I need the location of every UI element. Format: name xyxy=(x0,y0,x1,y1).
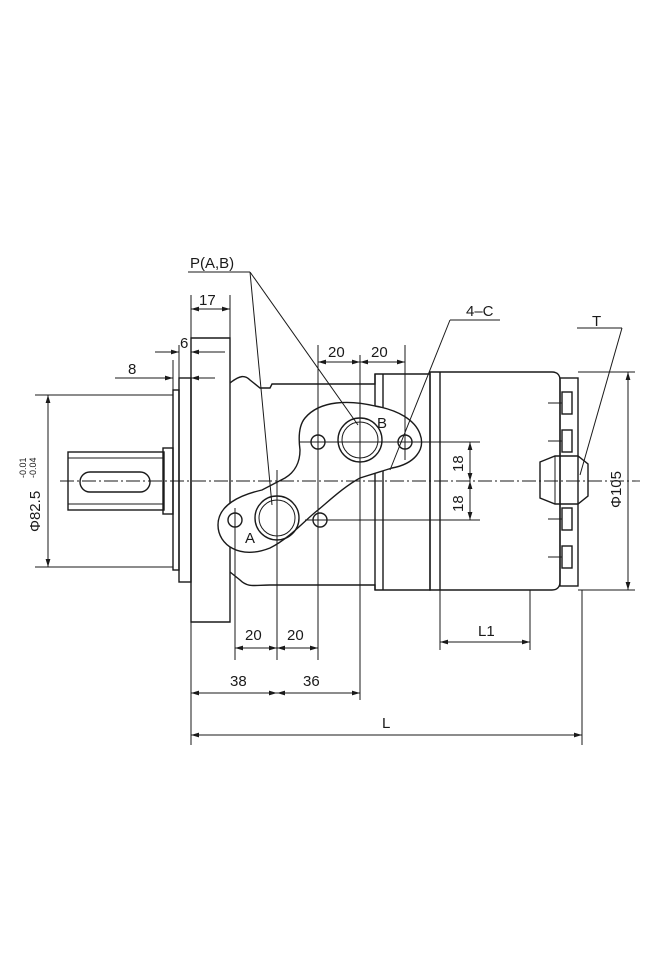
motor-housing xyxy=(229,371,589,591)
mounting-flange xyxy=(172,337,231,623)
port-b-label: B xyxy=(377,415,387,432)
bolt-head-4 xyxy=(561,545,573,569)
holes-label: 4–C xyxy=(466,303,494,320)
tank-label: T xyxy=(592,313,601,330)
tolerance-lower: -0.04 xyxy=(28,457,38,478)
leader-lines xyxy=(188,271,623,506)
diameter-pilot-label: Φ82.5 xyxy=(27,491,44,532)
dim-36: 36 xyxy=(303,673,320,690)
bolt-head-3 xyxy=(561,507,573,531)
dim-20-top-left: 20 xyxy=(328,344,345,361)
tolerance-upper: -0.01 xyxy=(18,457,28,478)
ports-label: P(A,B) xyxy=(190,255,234,272)
dim-20-bottom-right: 20 xyxy=(287,627,304,644)
dim-18-lower: 18 xyxy=(450,495,467,512)
dim-18-upper: 18 xyxy=(450,455,467,472)
dim-20-top-right: 20 xyxy=(371,344,388,361)
annotations: P(A,B) 4–C T B A 17 6 8 20 20 18 18 Φ82.… xyxy=(18,255,625,732)
center-lines xyxy=(60,345,640,700)
dim-20-bottom-left: 20 xyxy=(245,627,262,644)
dim-l: L xyxy=(382,715,390,732)
dim-l1: L1 xyxy=(478,623,495,640)
port-a-label: A xyxy=(245,530,255,547)
bolt-head-1 xyxy=(561,391,573,415)
dim-38: 38 xyxy=(230,673,247,690)
diameter-body-label: Φ105 xyxy=(608,471,625,508)
shaft-keyway xyxy=(79,471,151,493)
dim-8: 8 xyxy=(128,361,136,378)
output-shaft xyxy=(67,447,174,515)
dim-17: 17 xyxy=(199,292,216,309)
dimension-lines xyxy=(35,295,635,745)
dim-6: 6 xyxy=(180,335,188,352)
tank-port-plug xyxy=(539,455,589,505)
bolt-head-2 xyxy=(561,429,573,453)
